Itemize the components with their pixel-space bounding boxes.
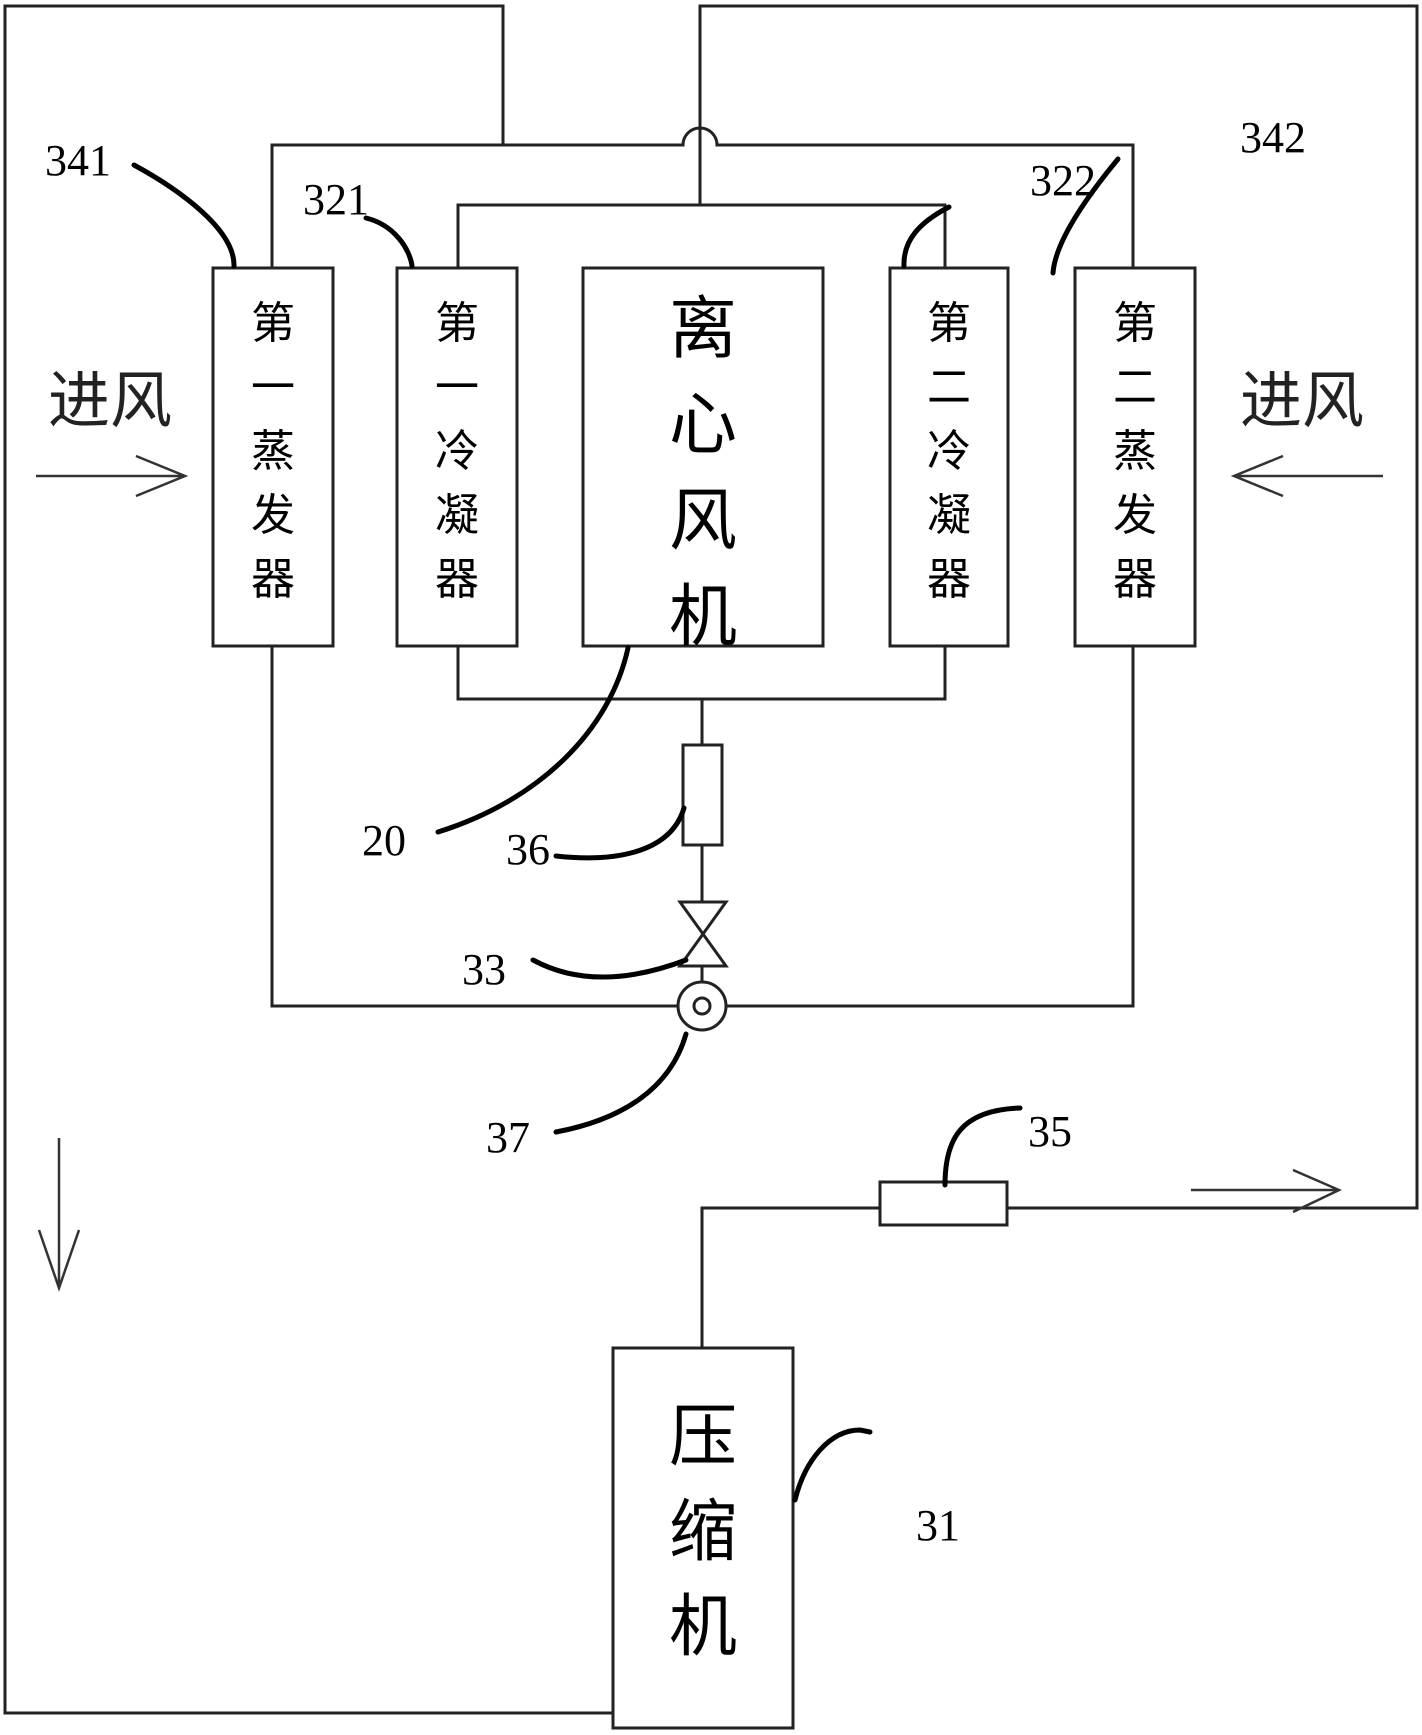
condenser-1-label-char: 第	[435, 298, 479, 349]
compressor-box	[611, 1346, 795, 1730]
evaporator-2-label-char: 器	[1113, 554, 1157, 605]
ref-322: 322	[1030, 156, 1096, 205]
leader-322	[901, 204, 952, 269]
ref-342: 342	[1240, 113, 1306, 162]
ref-35: 35	[1028, 1107, 1072, 1156]
pipe-evaporator-outlet	[270, 646, 1135, 1008]
evaporator-2-label-char: 第	[1113, 298, 1157, 349]
condenser-1-label-char: 一	[435, 362, 479, 413]
condenser-2-label-char: 器	[927, 554, 971, 605]
ref-321: 321	[303, 175, 369, 224]
evaporator-1-label-char: 发	[251, 490, 295, 541]
condenser-1-label-char: 凝	[435, 490, 479, 541]
pipe-outer-right-loop	[698, 4, 1419, 1210]
compressor-label-char: 缩	[669, 1493, 737, 1572]
evaporator-1-label-char: 器	[251, 554, 295, 605]
leader-341	[131, 162, 237, 269]
pipes	[3, 4, 1419, 1715]
ref-33: 33	[462, 945, 506, 994]
evaporator-1-label-char: 蒸	[251, 426, 295, 477]
centrifugal-fan-box	[581, 266, 825, 648]
filter-36-box	[681, 743, 724, 847]
condenser-1-label-char: 冷	[435, 426, 479, 477]
compressor-label-char: 机	[669, 1588, 737, 1667]
ref-341: 341	[45, 136, 111, 185]
pipe-condenser-header	[456, 203, 947, 268]
flow-right-arrow	[1191, 1168, 1343, 1214]
centrifugal-fan-label-char: 机	[669, 578, 737, 657]
evaporator-1-label-char: 一	[251, 362, 295, 413]
condenser-2-label-char: 凝	[927, 490, 971, 541]
leader-20	[435, 645, 631, 835]
condenser-2-label-char: 冷	[927, 426, 971, 477]
centrifugal-fan-label-char: 风	[669, 482, 737, 561]
centrifugal-fan-label-char: 离	[669, 290, 737, 369]
left-air-inlet-arrow	[36, 454, 189, 498]
evaporator-2-label-char: 蒸	[1113, 426, 1157, 477]
condenser-2-label-char: 第	[927, 298, 971, 349]
right-air-inlet-arrow	[1230, 454, 1383, 498]
ref-36: 36	[506, 825, 550, 874]
pipe-compressor-discharge	[700, 1206, 880, 1348]
evaporator-1-label-char: 第	[251, 298, 295, 349]
leader-33	[530, 957, 689, 980]
leader-342	[1050, 156, 1121, 276]
flow-down-arrow	[37, 1138, 81, 1292]
centrifugal-fan-label-char: 心	[669, 386, 737, 465]
condenser-1-box	[395, 266, 519, 648]
condenser-2-label-char: 二	[927, 362, 971, 413]
junction-outer-circle	[676, 980, 728, 1032]
leader-36	[553, 805, 687, 861]
compressor-label-char: 压	[669, 1398, 737, 1477]
pipe-evaporator-header	[270, 126, 1135, 268]
ref-37: 37	[486, 1113, 530, 1162]
condenser-1-label-char: 器	[435, 554, 479, 605]
ref-31: 31	[916, 1501, 960, 1550]
leader-35	[942, 1105, 1023, 1188]
evaporator-2-label-char: 发	[1113, 490, 1157, 541]
component-35-box	[878, 1180, 1009, 1227]
evaporator-2-label-char: 二	[1113, 362, 1157, 413]
expansion-valve-icon	[677, 900, 729, 968]
pipe-outer-left-loop	[3, 4, 613, 1715]
leader-37	[553, 1031, 689, 1135]
junction-inner-circle	[692, 996, 712, 1016]
leader-lines	[131, 156, 1121, 1503]
compressor-label: 压缩机	[669, 1398, 737, 1667]
left-air-inlet-label: 进风	[48, 364, 172, 437]
right-air-inlet-label: 进风	[1240, 364, 1364, 437]
leader-321	[363, 215, 415, 269]
leader-31	[792, 1427, 873, 1503]
evaporator-2-box	[1073, 266, 1197, 648]
ref-20: 20	[362, 816, 406, 865]
evaporator-1-box	[211, 266, 335, 648]
condenser-2-box	[888, 266, 1010, 648]
